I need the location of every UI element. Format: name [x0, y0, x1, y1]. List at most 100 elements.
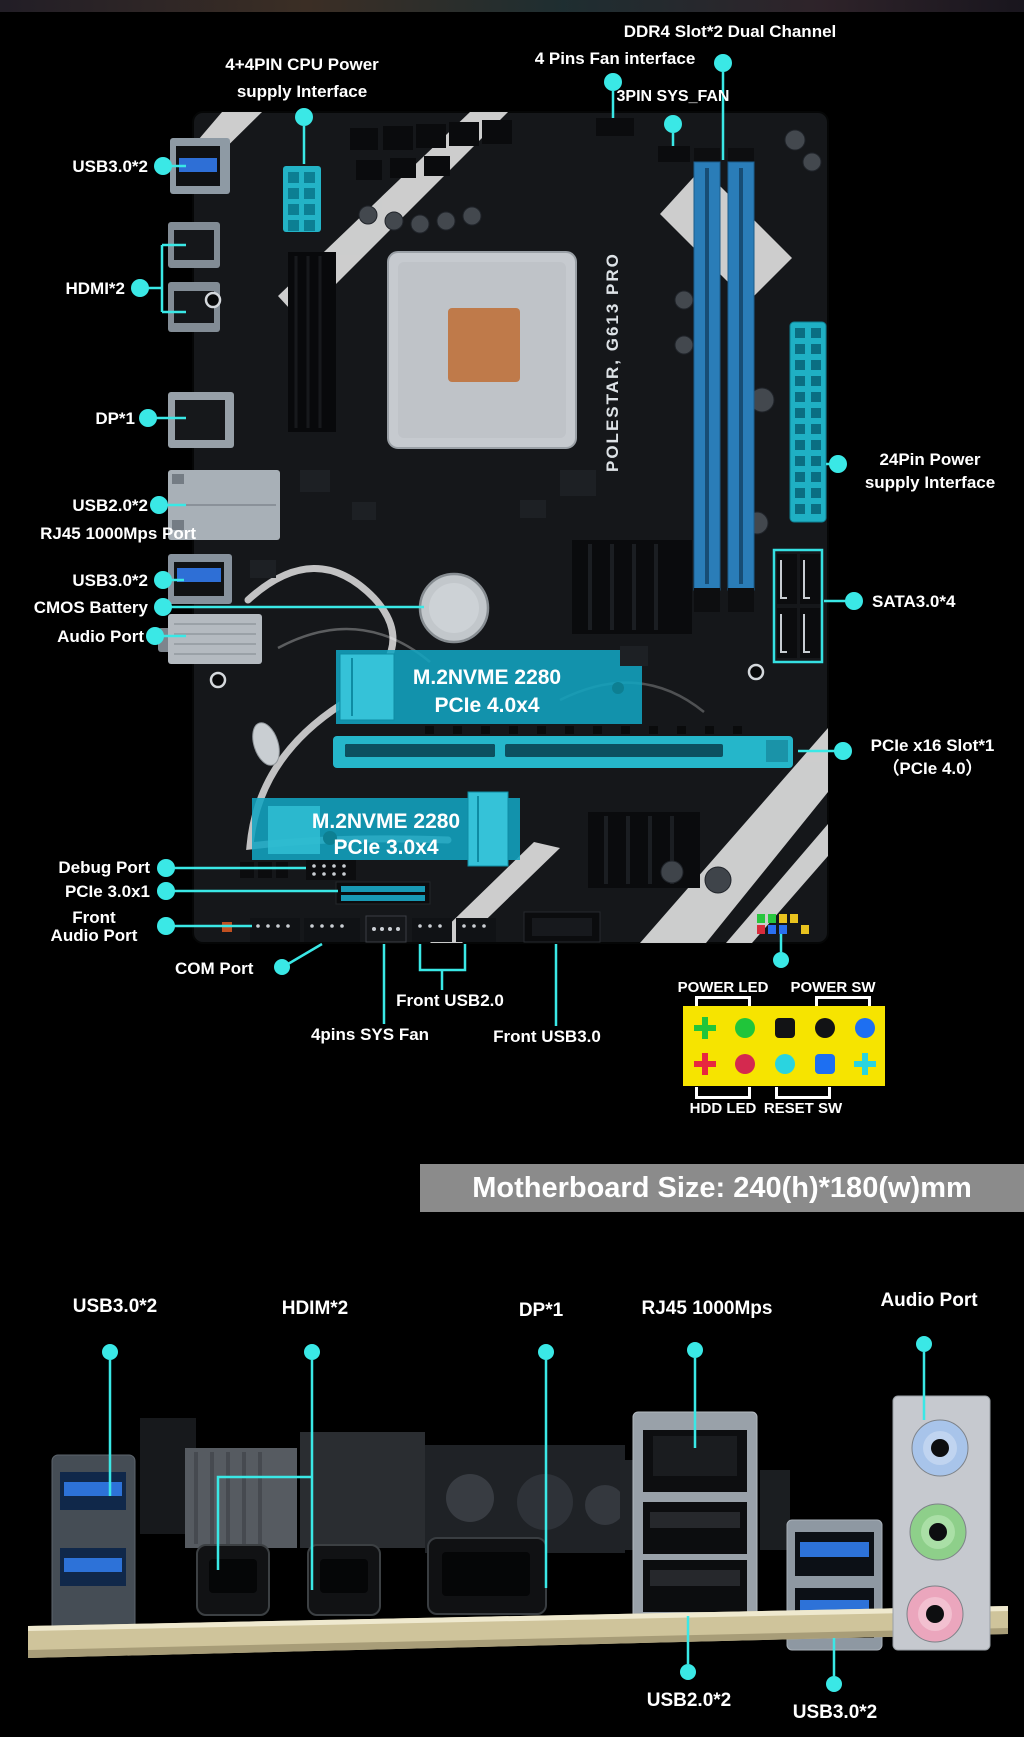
front-audio-header — [250, 918, 300, 942]
io-usb2-bottom-label: USB2.0*2 — [646, 1690, 732, 1711]
callout-hdmi-label: HDMI*2 — [65, 279, 125, 298]
fan-header-4pin — [596, 118, 634, 136]
callout-sata-label: SATA3.0*4 — [872, 592, 956, 611]
io-dp-label: DP*1 — [518, 1300, 564, 1321]
sys-fan-header — [365, 915, 407, 943]
callout-dp-label: DP*1 — [95, 409, 135, 428]
rear-io-usb2-rj45-block — [168, 470, 280, 540]
crystal-oscillator — [252, 722, 280, 766]
power-pin-blue-icon — [855, 1018, 875, 1038]
callout-front-audio-label-1: Front — [72, 908, 116, 927]
callout-front-audio-label-2: Audio Port — [50, 926, 138, 945]
atx-24pin-connector — [789, 321, 827, 523]
m2-bottom-label-line2: PCIe 3.0x4 — [333, 836, 438, 859]
callout-24pin-label-2: supply Interface — [864, 473, 996, 492]
chipset-heatsink — [572, 540, 692, 634]
callout-debug-label: Debug Port — [58, 858, 150, 877]
rear-io-photo — [28, 1395, 1008, 1658]
callout-usb3-top-label: USB3.0*2 — [72, 157, 148, 176]
rear-io-audio-block — [158, 614, 262, 664]
callout-audio-label: Audio Port — [57, 627, 144, 646]
io-rj45-usb2-stack — [632, 1411, 758, 1625]
io-hdmi-label: HDIM*2 — [281, 1298, 349, 1319]
rear-io-dp-port — [168, 392, 234, 448]
m2-slot-top — [336, 650, 642, 724]
callout-cpu-power-label-2: supply Interface — [236, 82, 368, 101]
callout-sysfan4-label: 4pins SYS Fan — [310, 1025, 430, 1044]
reset-sw-pin2-icon — [815, 1054, 835, 1074]
callout-rj45-label: RJ45 1000Mps Port — [40, 524, 196, 543]
io-hdmi-port-1 — [196, 1544, 270, 1616]
ddr4-slots — [693, 148, 755, 612]
callout-fan4-label: 4 Pins Fan interface — [534, 49, 696, 68]
pcie-x1-slot — [335, 881, 431, 905]
front-panel-header — [757, 914, 809, 934]
io-usb3-label: USB3.0*2 — [72, 1296, 158, 1317]
callout-cmos-label: CMOS Battery — [33, 598, 148, 617]
legend-hdd-led-label: HDD LED — [689, 1100, 757, 1117]
screw-holes — [204, 291, 765, 689]
legend-power-led-label: POWER LED — [677, 979, 769, 996]
power-heatsink — [588, 812, 700, 888]
vrm-heatsink — [288, 252, 336, 432]
legend-bracket-power-sw — [815, 996, 871, 1008]
motherboard-photo: POLESTAR, G613 PRO — [158, 111, 829, 944]
cpu-socket — [387, 251, 577, 449]
io-hdmi-port-2 — [307, 1544, 381, 1616]
rear-io-hdmi-ports — [168, 222, 220, 332]
legend-bracket-hdd-led — [695, 1087, 751, 1099]
callout-cpu-power-label-1: 4+4PIN CPU Power — [225, 55, 379, 74]
callout-front-usb3-label: Front USB3.0 — [493, 1027, 601, 1046]
cmos-battery — [418, 572, 490, 644]
callout-usb3-mid-label: USB3.0*2 — [72, 571, 148, 590]
callout-24pin-label-1: 24Pin Power — [879, 450, 981, 469]
debug-header-pins — [312, 864, 346, 876]
io-audio-label: Audio Port — [880, 1290, 978, 1311]
m2-bottom-label-line1: M.2NVME 2280 — [312, 810, 460, 833]
io-usb3-stack — [51, 1454, 136, 1636]
legend-bracket-power-led — [695, 996, 751, 1008]
callout-dots — [102, 54, 932, 1692]
hdd-led-plus-pin-icon — [694, 1053, 716, 1075]
legend-bracket-reset-sw — [775, 1087, 831, 1099]
front-usb2-headers — [412, 918, 496, 942]
pcie-solder-row — [425, 726, 742, 734]
brand-text: POLESTAR, G613 PRO — [603, 252, 622, 472]
io-rj45-label: RJ45 1000Mps — [641, 1298, 773, 1319]
callout-sysfan3-label: 3PIN SYS_FAN — [616, 88, 730, 105]
front-usb3-header — [523, 911, 601, 943]
power-led-minus-pin-icon — [735, 1018, 755, 1038]
small-ics — [250, 470, 648, 666]
sata-ports — [772, 548, 824, 664]
cpu-power-connector — [283, 166, 321, 232]
reset-sw-pin-icon — [775, 1054, 795, 1074]
callout-pciex16-label-1: PCIe x16 Slot*1 — [870, 736, 995, 755]
front-panel-legend-block — [683, 1006, 885, 1086]
callout-com-label: COM Port — [175, 959, 254, 978]
callout-front-usb2-label: Front USB2.0 — [396, 991, 504, 1010]
legend-power-sw-label: POWER SW — [790, 979, 876, 996]
io-audio-panel — [892, 1395, 991, 1651]
fan-header-3pin — [658, 146, 690, 162]
m2-slot-bottom — [252, 791, 520, 867]
m2-top-label-line1: M.2NVME 2280 — [413, 666, 561, 689]
debug-header — [306, 860, 356, 880]
callout-ddr4-label: DDR4 Slot*2 Dual Channel — [623, 22, 837, 41]
cpu-socket-pad — [448, 308, 520, 382]
reset-pin-cyan-icon — [854, 1053, 876, 1075]
top-edge-sliver — [0, 0, 1024, 12]
hdd-led-minus-pin-icon — [735, 1054, 755, 1074]
io-dp-port — [427, 1537, 547, 1615]
capacitors — [358, 129, 822, 535]
size-banner: Motherboard Size: 240(h)*180(w)mm — [420, 1164, 1024, 1212]
com-header — [304, 918, 360, 942]
m2-top-label-line2: PCIe 4.0x4 — [434, 694, 539, 717]
power-sw-pin-icon — [775, 1018, 795, 1038]
legend-reset-sw-label: RESET SW — [763, 1100, 843, 1117]
callout-pciex16-label-2: （PCIe 4.0） — [882, 759, 983, 778]
callout-usb2-label: USB2.0*2 — [72, 496, 148, 515]
vrm-chokes — [350, 120, 512, 180]
power-led-plus-pin-icon — [694, 1017, 716, 1039]
